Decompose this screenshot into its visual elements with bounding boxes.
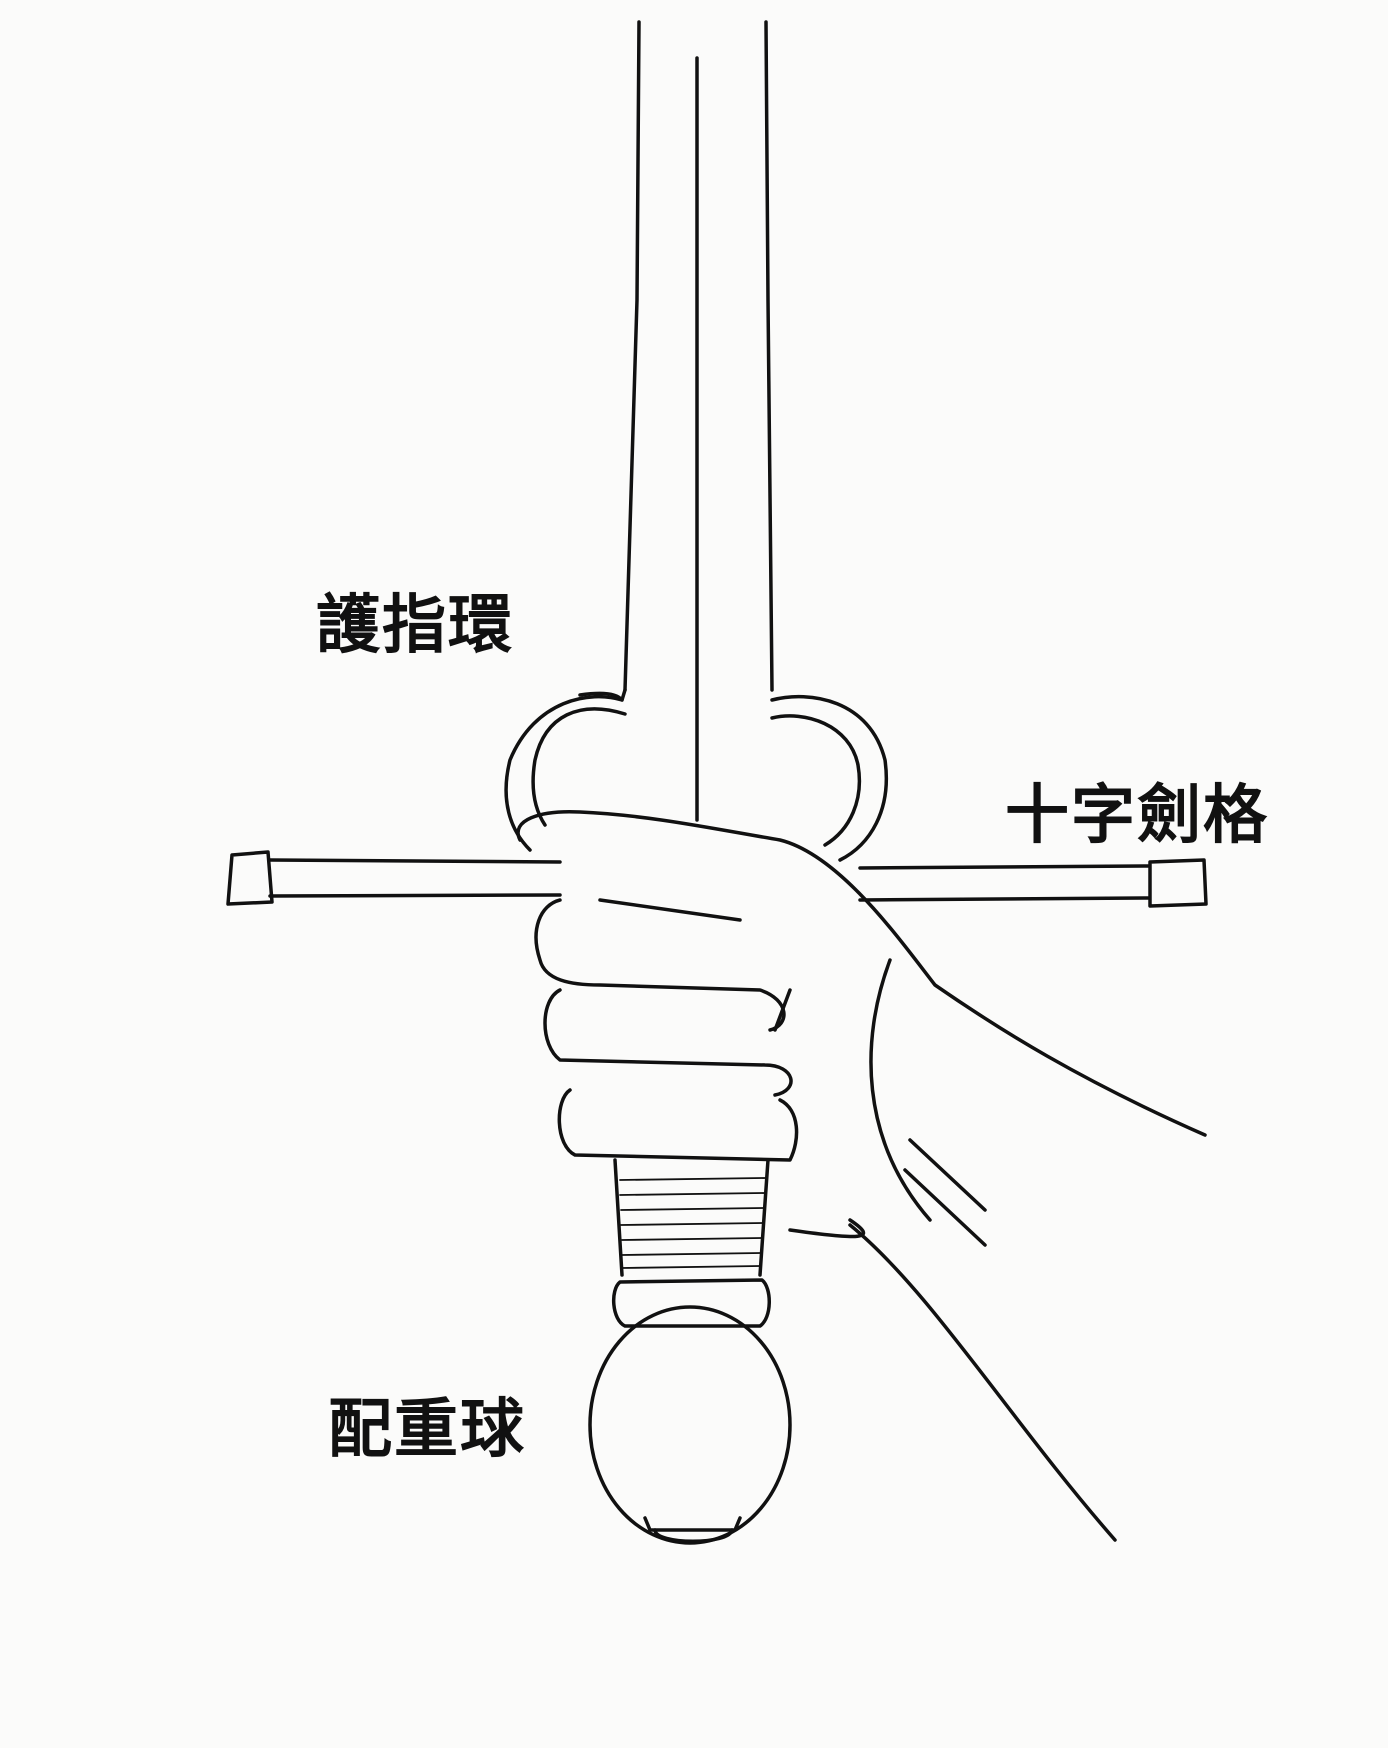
hand <box>516 810 1207 1542</box>
finger-rings <box>504 694 888 862</box>
pommel <box>588 1278 792 1545</box>
label-pommel: 配重球 <box>328 1393 526 1467</box>
grip <box>613 1158 770 1277</box>
blade <box>578 20 774 822</box>
label-finger-ring: 護指環 <box>316 589 514 663</box>
crossguard <box>226 850 1208 908</box>
label-crossguard: 十字劍格 <box>1005 779 1269 853</box>
